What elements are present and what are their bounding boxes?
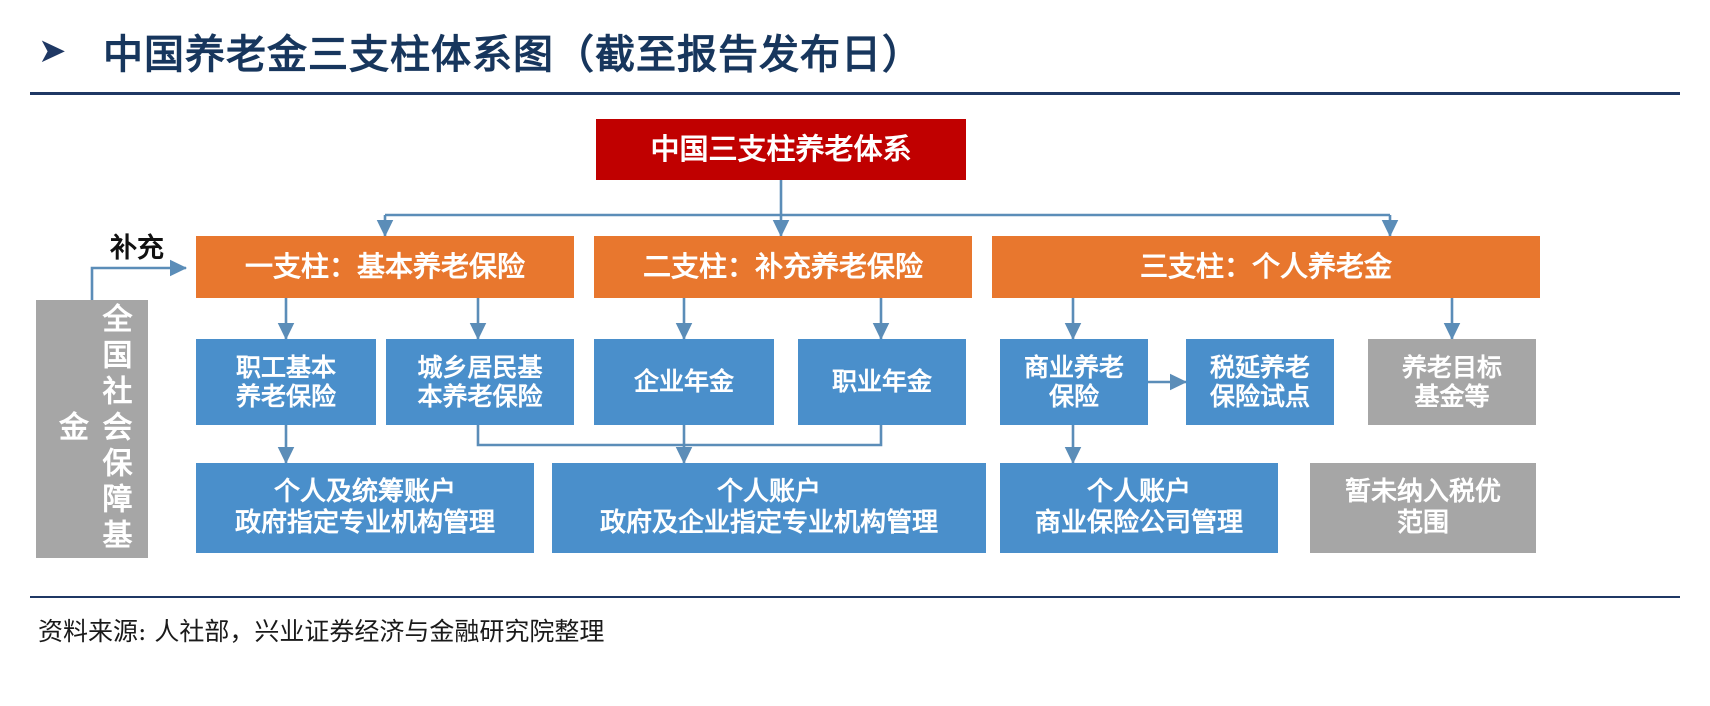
triangle-right-icon: ➤ bbox=[38, 31, 67, 71]
page-header: ➤ 中国养老金三支柱体系图（截至报告发布日） bbox=[0, 0, 1710, 100]
node-root[interactable]: 中国三支柱养老体系 bbox=[596, 119, 966, 180]
node-line: 政府及企业指定专业机构管理 bbox=[599, 508, 938, 538]
node-line: 商业养老 bbox=[1023, 352, 1124, 382]
node-account-individual-insurer-managed[interactable]: 个人账户 商业保险公司管理 bbox=[1000, 463, 1278, 553]
node-line: 城乡居民基 bbox=[417, 352, 543, 382]
source-note: 资料来源: 人社部，兴业证券经济与金融研究院整理 bbox=[38, 617, 605, 646]
node-product-target-date-funds[interactable]: 养老目标 基金等 bbox=[1368, 339, 1536, 425]
node-product-commercial-pension-insurance[interactable]: 商业养老 保险 bbox=[1000, 339, 1148, 425]
node-pillar-1[interactable]: 一支柱：基本养老保险 bbox=[196, 236, 574, 298]
side-note-supplement: 补充 bbox=[110, 233, 164, 264]
node-line: 政府指定专业机构管理 bbox=[234, 508, 495, 538]
node-root-label: 中国三支柱养老体系 bbox=[650, 132, 912, 167]
node-line: 税延养老 bbox=[1209, 352, 1310, 382]
node-national-social-security-fund[interactable]: 全国社会保障基金 bbox=[36, 300, 148, 558]
footer-divider bbox=[30, 596, 1680, 598]
node-product-urban-employee-basic-pension[interactable]: 职工基本 养老保险 bbox=[196, 339, 376, 425]
node-product-enterprise-annuity[interactable]: 企业年金 bbox=[594, 339, 774, 425]
node-line: 商业保险公司管理 bbox=[1034, 508, 1243, 538]
node-account-individual-gov-enterprise[interactable]: 个人账户 政府及企业指定专业机构管理 bbox=[552, 463, 986, 553]
node-product-tax-deferred-pension-pilot[interactable]: 税延养老 保险试点 bbox=[1186, 339, 1334, 425]
node-line: 个人账户 bbox=[716, 477, 821, 508]
node-line: 养老保险 bbox=[235, 382, 336, 411]
node-pillar-1-label: 一支柱：基本养老保险 bbox=[244, 250, 525, 284]
node-line: 保险试点 bbox=[1209, 382, 1310, 411]
node-account-not-yet-tax-favored[interactable]: 暂未纳入税优 范围 bbox=[1310, 463, 1536, 553]
node-line: 保险 bbox=[1048, 382, 1099, 411]
title-divider bbox=[30, 92, 1680, 95]
node-product-resident-basic-pension[interactable]: 城乡居民基 本养老保险 bbox=[386, 339, 574, 425]
node-pillar-2[interactable]: 二支柱：补充养老保险 bbox=[594, 236, 972, 298]
node-line: 企业年金 bbox=[633, 367, 734, 397]
node-line: 职业年金 bbox=[831, 367, 932, 397]
node-pillar-3-label: 三支柱：个人养老金 bbox=[1139, 250, 1392, 284]
node-line: 个人账户 bbox=[1086, 477, 1191, 508]
node-pillar-2-label: 二支柱：补充养老保险 bbox=[642, 250, 923, 284]
node-line: 暂未纳入税优 bbox=[1344, 477, 1501, 508]
node-product-occupational-annuity[interactable]: 职业年金 bbox=[798, 339, 966, 425]
page-title: 中国养老金三支柱体系图（截至报告发布日） bbox=[103, 31, 923, 78]
node-pillar-3[interactable]: 三支柱：个人养老金 bbox=[992, 236, 1540, 298]
node-line: 个人及统筹账户 bbox=[273, 477, 456, 508]
node-line: 职工基本 bbox=[235, 352, 336, 382]
node-line: 本养老保险 bbox=[417, 382, 543, 411]
node-line: 基金等 bbox=[1414, 382, 1490, 411]
node-account-individual-and-pooled[interactable]: 个人及统筹账户 政府指定专业机构管理 bbox=[196, 463, 534, 553]
node-fund-label: 全国社会保障基金 bbox=[53, 303, 132, 555]
node-line: 范围 bbox=[1396, 508, 1449, 538]
node-line: 养老目标 bbox=[1401, 352, 1502, 382]
